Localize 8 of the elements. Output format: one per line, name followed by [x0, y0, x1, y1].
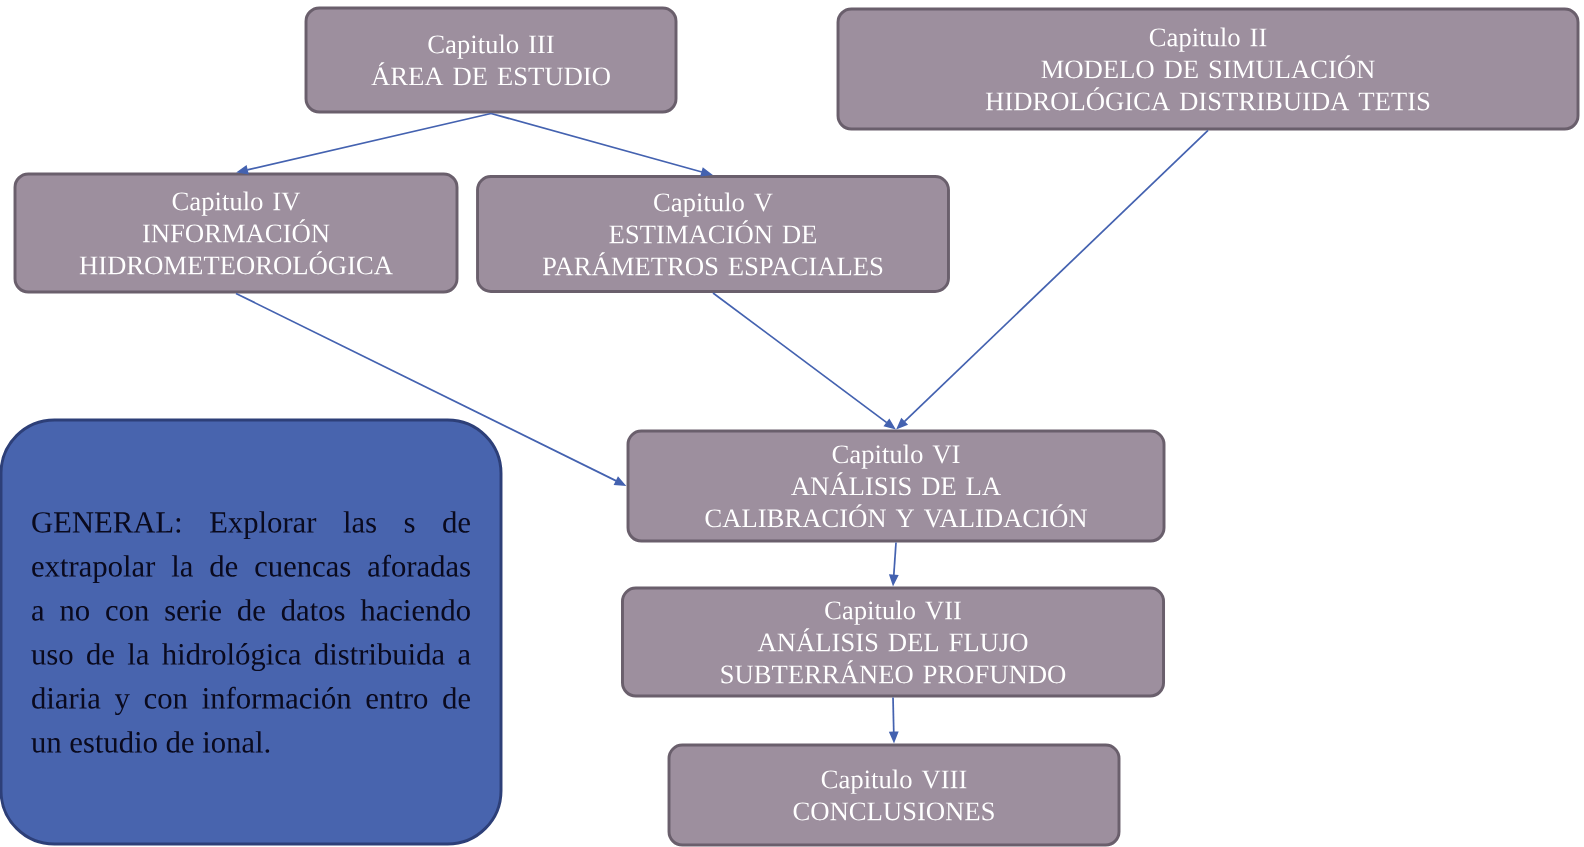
objective-box: GENERAL: Explorar las s de extrapolar la de cuencas aforadas a no con serie de datos haciendo uso de la hidrológica distribuida a diaria y con información entro de un estudio de ional.: [0, 418, 503, 846]
chapter-box: Capitulo III ÁREA DE ESTUDIO: [304, 6, 678, 114]
chapter-box: Capitulo V ESTIMACIÓN DE PARÁMETROS ESPACIALES: [476, 175, 950, 293]
chapter-box: Capitulo IV INFORMACIÓN HIDROMETEOROLÓGICA: [13, 172, 459, 294]
chapter-box: Capitulo VII ANÁLISIS DEL FLUJO SUBTERRÁNEO PROFUNDO: [621, 586, 1165, 698]
chapter-box: Capitulo II MODELO DE SIMULACIÓN HIDROLÓGICA DISTRIBUIDA TETIS: [836, 7, 1580, 131]
chapter-box: Capitulo VIII CONCLUSIONES: [667, 743, 1121, 847]
chapter-box: Capitulo VI ANÁLISIS DE LA CALIBRACIÓN Y VALIDACIÓN: [626, 429, 1166, 543]
